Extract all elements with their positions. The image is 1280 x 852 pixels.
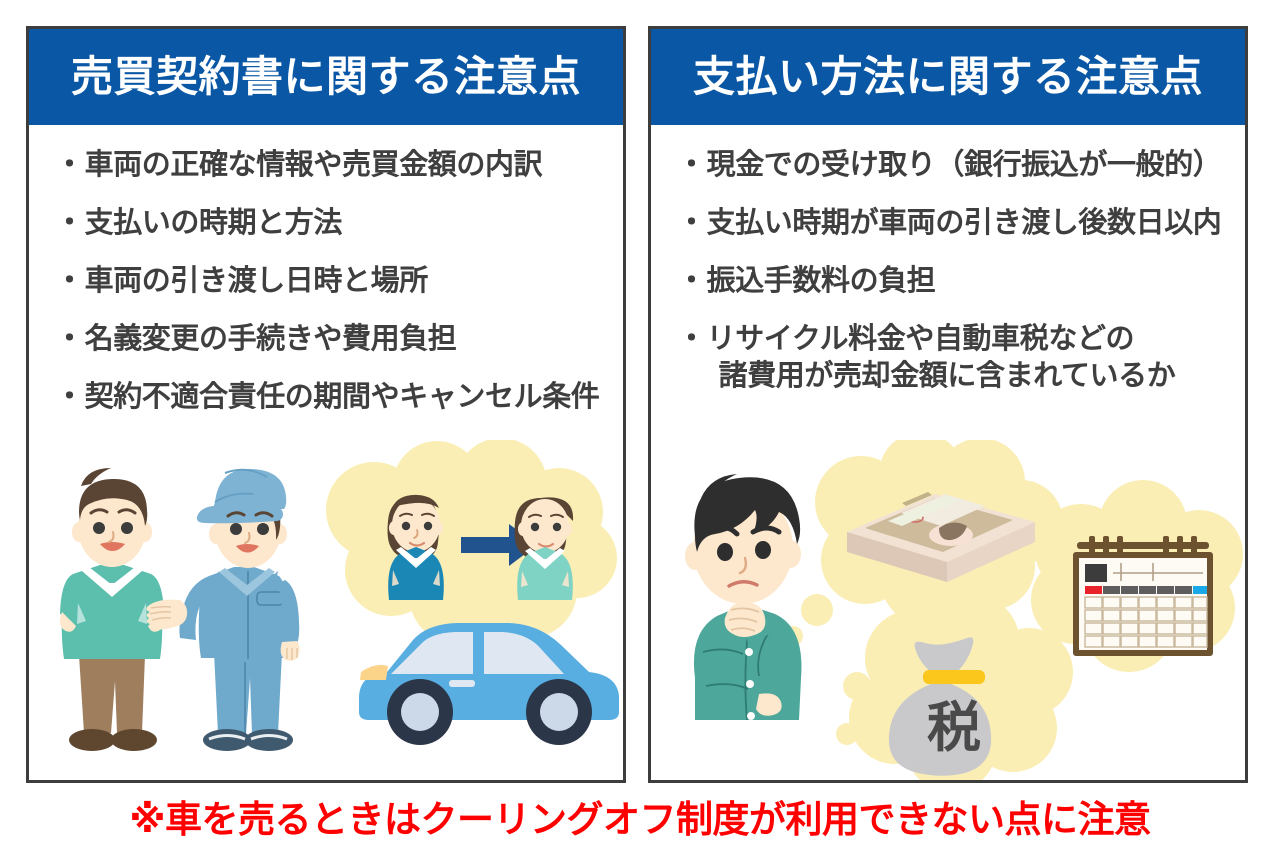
calendar-icon bbox=[1073, 536, 1213, 656]
list-item-label: 車両の正確な情報や売買金額の内訳 bbox=[84, 149, 543, 181]
money-bag-label: 税 bbox=[927, 698, 981, 758]
bullet-dot-icon: ・ bbox=[55, 207, 84, 240]
contract-illustration bbox=[29, 440, 623, 780]
bullet-dot-icon: ・ bbox=[677, 265, 706, 298]
panel-contract-title: 売買契約書に関する注意点 bbox=[70, 53, 581, 100]
list-item-label: 契約不適合責任の期間やキャンセル条件 bbox=[84, 381, 600, 414]
mechanic-figure-icon bbox=[146, 468, 300, 751]
blue-sedan-car-icon bbox=[359, 623, 619, 745]
bullet-dot-icon: ・ bbox=[55, 323, 84, 356]
list-item: ・ 振込手数料の負担 bbox=[651, 263, 1245, 300]
bubble-person-after-icon bbox=[514, 497, 574, 600]
list-item: ・ 支払い時期が車両の引き渡し後数日以内 bbox=[651, 205, 1245, 242]
payment-bullet-list: ・ 現金での受け取り（銀行振込が一般的） ・ 支払い時期が車両の引き渡し後数日以… bbox=[651, 125, 1245, 396]
list-item: ・ 現金での受け取り（銀行振込が一般的） bbox=[651, 147, 1245, 184]
panel-contract: 売買契約書に関する注意点 ・ 車両の正確な情報や売買金額の内訳 ・ 支払いの時期… bbox=[26, 26, 626, 783]
list-item-label: 車両の引き渡し日時と場所 bbox=[84, 265, 429, 298]
bubble-person-before-icon bbox=[387, 494, 444, 600]
worried-man-figure-icon bbox=[685, 474, 802, 721]
footer-warning-note: ※車を売るときはクーリングオフ制度が利用できない点に注意 bbox=[129, 799, 1151, 840]
bullet-dot-icon: ・ bbox=[677, 207, 706, 240]
list-item: ・ リサイクル料金や自動車税などの 諸費用が売却金額に含まれているか bbox=[651, 321, 1245, 395]
panel-contract-header: 売買契約書に関する注意点 bbox=[29, 29, 623, 125]
bullet-dot-icon: ・ bbox=[55, 149, 84, 181]
bullet-dot-icon: ・ bbox=[55, 381, 84, 414]
list-item: ・ 契約不適合責任の期間やキャンセル条件 bbox=[29, 379, 623, 416]
panel-contract-body: ・ 車両の正確な情報や売買金額の内訳 ・ 支払いの時期と方法 ・ 車両の引き渡し… bbox=[29, 125, 623, 780]
bullet-dot-icon: ・ bbox=[55, 265, 84, 298]
list-item-label: 現金での受け取り（銀行振込が一般的） bbox=[706, 149, 1222, 181]
list-item-label: 振込手数料の負担 bbox=[706, 265, 936, 298]
list-item-label: 支払い時期が車両の引き渡し後数日以内 bbox=[706, 207, 1222, 240]
list-item-label: 支払いの時期と方法 bbox=[84, 207, 343, 240]
list-item: ・ 車両の引き渡し日時と場所 bbox=[29, 263, 623, 300]
list-item-label: リサイクル料金や自動車税などの 諸費用が売却金額に含まれているか bbox=[707, 321, 1239, 395]
panel-payment: 支払い方法に関する注意点 ・ 現金での受け取り（銀行振込が一般的） ・ 支払い時… bbox=[648, 26, 1248, 783]
payment-illustration-svg: 税 bbox=[685, 440, 1243, 780]
cash-bundle-icon bbox=[847, 492, 1035, 582]
list-item-label-line1: リサイクル料金や自動車税などの bbox=[706, 323, 1135, 356]
contract-illustration-svg bbox=[59, 440, 619, 751]
tax-money-bag-icon: 税 bbox=[888, 637, 992, 776]
list-item: ・ 支払いの時期と方法 bbox=[29, 205, 623, 242]
panel-payment-title: 支払い方法に関する注意点 bbox=[692, 53, 1203, 100]
list-item: ・ 車両の正確な情報や売買金額の内訳 bbox=[29, 147, 623, 184]
panel-payment-header: 支払い方法に関する注意点 bbox=[651, 29, 1245, 125]
bullet-dot-icon: ・ bbox=[677, 149, 706, 181]
customer-figure-icon bbox=[59, 468, 165, 751]
payment-illustration: 税 bbox=[651, 440, 1245, 780]
list-item-label: 名義変更の手続きや費用負担 bbox=[84, 323, 457, 356]
panel-payment-body: ・ 現金での受け取り（銀行振込が一般的） ・ 支払い時期が車両の引き渡し後数日以… bbox=[651, 125, 1245, 780]
contract-bullet-list: ・ 車両の正確な情報や売買金額の内訳 ・ 支払いの時期と方法 ・ 車両の引き渡し… bbox=[29, 125, 623, 417]
list-item-label-line2: 諸費用が売却金額に含まれているか bbox=[718, 360, 1176, 393]
list-item: ・ 名義変更の手続きや費用負担 bbox=[29, 321, 623, 358]
bullet-dot-icon: ・ bbox=[677, 323, 706, 356]
